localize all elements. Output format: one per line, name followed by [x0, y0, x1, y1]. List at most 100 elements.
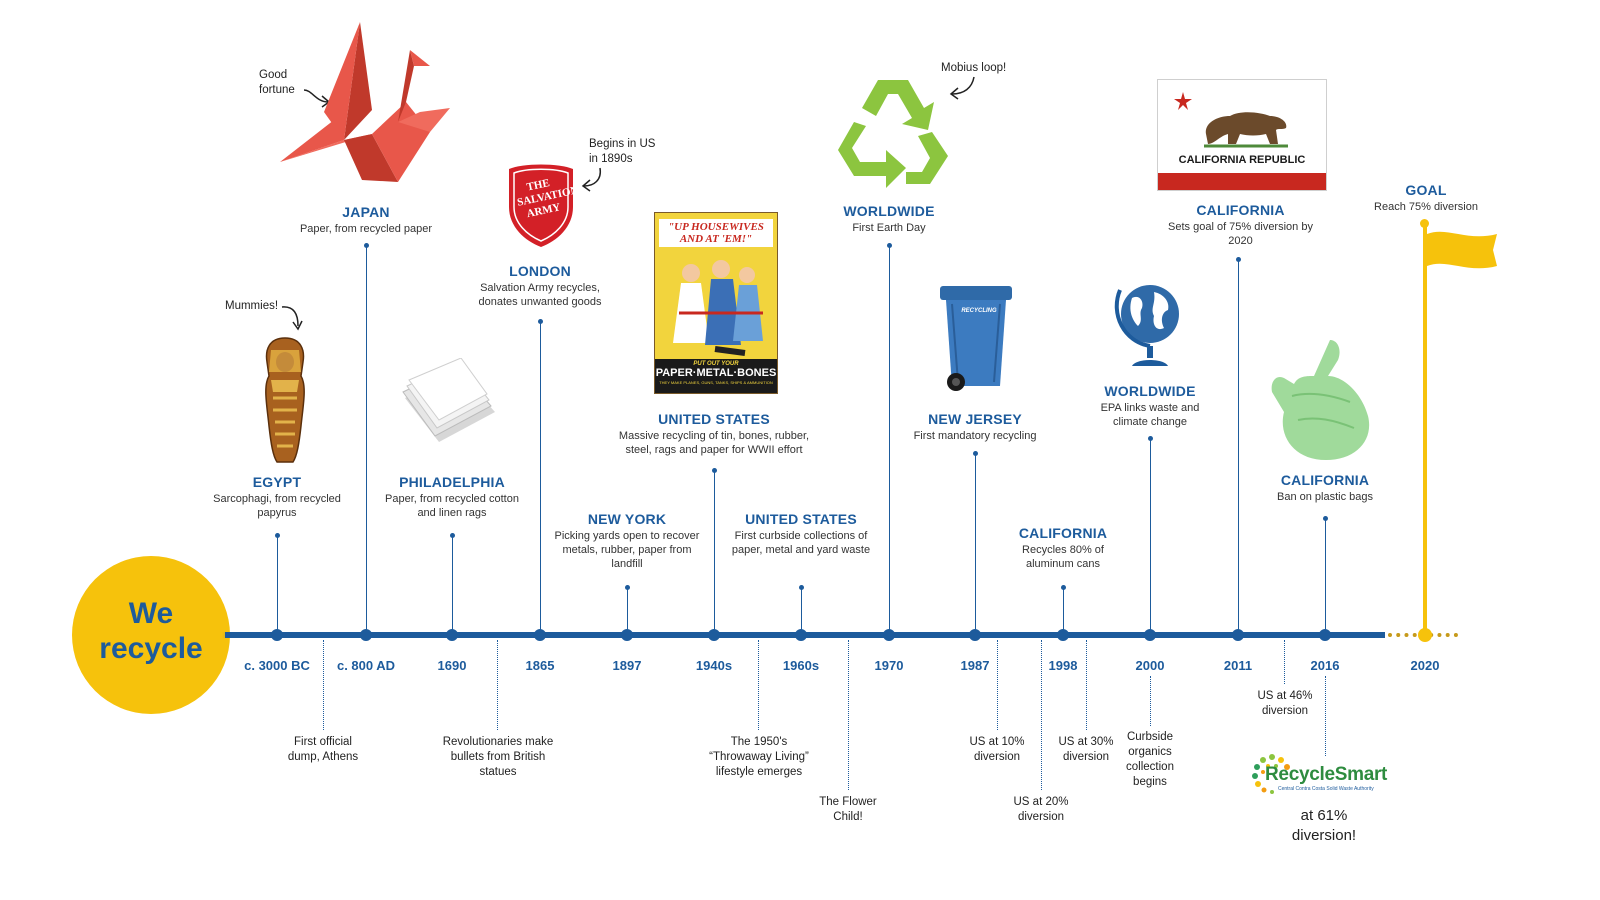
dotted-stem — [323, 640, 324, 730]
stem-dot — [450, 533, 455, 538]
timeline-dot — [1232, 629, 1244, 641]
event-desc: Paper, from recycled paper — [299, 223, 433, 235]
stem-dot — [1236, 257, 1241, 262]
shield-icon — [509, 164, 573, 247]
stem — [889, 245, 890, 631]
stem-dot — [1323, 516, 1328, 521]
plastic-bag-icon — [1271, 340, 1370, 460]
timeline-dot — [1319, 629, 1331, 641]
event-japan: JAPAN Paper, from recycled paper — [291, 204, 441, 236]
event-place: UNITED STATES — [658, 411, 770, 427]
recycle-symbol-icon — [838, 80, 948, 188]
curved-arrow-icon — [581, 167, 602, 192]
poster-sub: PUT OUT YOUR — [693, 361, 739, 367]
poster-footer: PUT OUT YOUR PAPER·METAL·BONES THEY MAKE… — [655, 359, 777, 393]
event-desc: Ban on plastic bags — [1276, 491, 1373, 503]
timeline-dot — [360, 629, 372, 641]
dotted-stem — [997, 640, 998, 730]
year-label: c. 800 AD — [336, 658, 396, 673]
curved-arrow-icon — [281, 306, 303, 331]
aside-begins-us: Begins in US in 1890s — [589, 138, 656, 165]
year-label: c. 3000 BC — [244, 658, 310, 673]
bin-label: RECYCLING — [961, 308, 997, 314]
note-athens: First official dump, Athens — [287, 736, 359, 763]
note-throwaway: The 1950's “Throwaway Living” lifestyle … — [709, 736, 809, 778]
stem — [1150, 438, 1151, 631]
note-flower-child: The Flower Child! — [819, 796, 877, 823]
note-us-30: US at 30% diversion — [1058, 736, 1114, 763]
timeline-dot — [1057, 629, 1069, 641]
event-desc: First Earth Day — [852, 222, 926, 234]
year-label: 2000 — [1135, 658, 1165, 673]
poster-fine: THEY MAKE PLANES, GUNS, TANKS, SHIPS & A… — [659, 380, 773, 385]
event-place: NEW YORK — [587, 511, 667, 527]
event-place: JAPAN — [342, 204, 390, 220]
aside-mummies: Mummies! — [225, 300, 279, 312]
stem-dot — [275, 533, 280, 538]
event-desc: Salvation Army recycles, donates unwante… — [478, 282, 602, 308]
stem-dot — [1148, 436, 1153, 441]
curved-arrow-icon — [949, 76, 975, 100]
year-label: 1690 — [437, 658, 467, 673]
event-place: PHILADELPHIA — [399, 474, 505, 490]
we-recycle-text: We recycle — [99, 597, 203, 665]
timeline-dot — [271, 629, 283, 641]
dotted-stem — [1284, 640, 1285, 684]
timeline-dot — [446, 629, 458, 641]
dotted-stem — [1041, 640, 1042, 790]
timeline-dot — [795, 629, 807, 641]
stem — [627, 587, 628, 631]
year-label: 1998 — [1048, 658, 1078, 673]
stem — [975, 453, 976, 631]
stem — [801, 587, 802, 631]
poster-main: PAPER·METAL·BONES — [655, 367, 777, 379]
we-recycle-badge — [72, 556, 230, 714]
dotted-stem — [1325, 676, 1326, 756]
goal-flag-icon — [1427, 231, 1497, 269]
dotted-stem — [848, 640, 849, 790]
year-label: 2020 — [1410, 658, 1440, 673]
dotted-stem — [497, 640, 498, 730]
timeline-dot — [534, 629, 546, 641]
sarcophagus-icon — [265, 337, 305, 463]
stem-dot — [887, 243, 892, 248]
year-label: 2011 — [1223, 658, 1253, 673]
timeline-dot — [883, 629, 895, 641]
stem-dot — [625, 585, 630, 590]
year-label: 1970 — [874, 658, 904, 673]
event-new-jersey: NEW JERSEY First mandatory recycling — [900, 411, 1050, 443]
event-desc: First mandatory recycling — [913, 430, 1037, 442]
event-place: EGYPT — [252, 474, 302, 490]
paper-stack-icon — [402, 358, 495, 442]
globe-icon — [1114, 285, 1179, 366]
event-place: GOAL — [1405, 182, 1447, 198]
event-place: CALIFORNIA — [1018, 525, 1108, 541]
goal-dot — [1418, 628, 1432, 642]
timeline-dot — [1144, 629, 1156, 641]
event-desc: Picking yards open to recover metals, ru… — [554, 530, 700, 570]
event-desc: EPA links waste and climate change — [1100, 402, 1200, 428]
event-place: WORLDWIDE — [843, 203, 935, 219]
aside-good-fortune: Good fortune — [259, 69, 295, 96]
event-worldwide-1970: WORLDWIDE First Earth Day — [819, 203, 959, 235]
note-at-61: at 61% diversion! — [1291, 807, 1357, 844]
note-bullets: Revolutionaries make bullets from Britis… — [442, 736, 554, 778]
stem-dot — [799, 585, 804, 590]
event-desc: Massive recycling of tin, bones, rubber,… — [618, 430, 810, 456]
stem — [452, 535, 453, 631]
event-philadelphia: PHILADELPHIA Paper, from recycled cotton… — [377, 474, 527, 520]
year-label: 2016 — [1310, 658, 1340, 673]
stem-dot — [973, 451, 978, 456]
california-flag: CALIFORNIA REPUBLIC — [1157, 79, 1327, 191]
year-label: 1960s — [782, 658, 820, 673]
stem — [540, 321, 541, 631]
goal-flagpole — [1423, 224, 1427, 634]
event-desc: Paper, from recycled cotton and linen ra… — [385, 493, 519, 519]
bear-icon — [1204, 112, 1288, 148]
note-us-20: US at 20% diversion — [1013, 796, 1069, 823]
event-place: CALIFORNIA — [1280, 472, 1370, 488]
stem — [1325, 518, 1326, 631]
stem — [714, 470, 715, 631]
year-label: 1940s — [695, 658, 733, 673]
event-place: NEW JERSEY — [928, 411, 1022, 427]
